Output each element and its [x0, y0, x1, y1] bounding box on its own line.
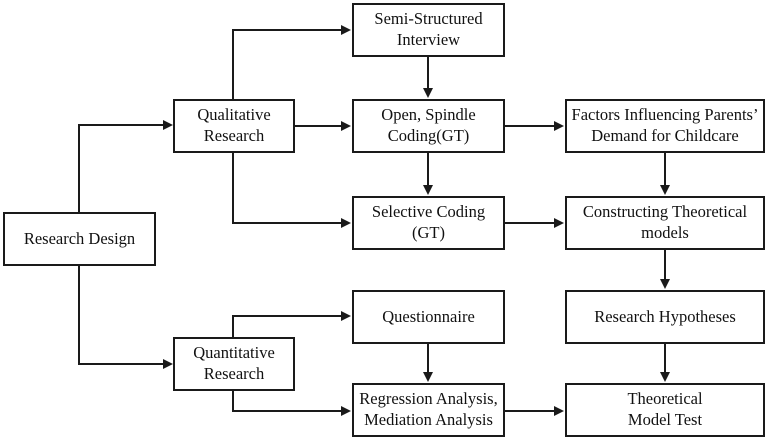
- node-questionnaire[interactable]: Questionnaire: [352, 290, 505, 344]
- arrowhead-regression-to-modeltest: [554, 406, 564, 416]
- arrowhead-design-to-qualitative: [163, 120, 173, 130]
- node-theoretical-model-test[interactable]: Theoretical Model Test: [565, 383, 765, 437]
- arrowhead-open-to-selective: [423, 185, 433, 195]
- node-semi-structured-interview[interactable]: Semi-Structured Interview: [352, 3, 505, 57]
- node-regression-analysis-label: Regression Analysis, Mediation Analysis: [359, 389, 498, 429]
- node-open-spindle-coding-label: Open, Spindle Coding(GT): [381, 105, 476, 145]
- node-factors-influencing-label: Factors Influencing Parents’ Demand for …: [571, 105, 759, 145]
- arrowhead-semi-to-open: [423, 88, 433, 98]
- arrowhead-design-to-quantitative: [163, 359, 173, 369]
- edge-open-selective-vertical: [427, 153, 429, 185]
- node-research-hypotheses-label: Research Hypotheses: [594, 306, 736, 326]
- node-selective-coding[interactable]: Selective Coding (GT): [352, 196, 505, 250]
- arrowhead-quantitative-to-questionnaire: [341, 311, 351, 321]
- arrowhead-qualitative-to-semi: [341, 25, 351, 35]
- edge-quantitative-regression-horizontal: [232, 410, 342, 412]
- edge-semi-open-vertical: [427, 57, 429, 89]
- node-research-hypotheses[interactable]: Research Hypotheses: [565, 290, 765, 344]
- arrowhead-open-to-factors: [554, 121, 564, 131]
- arrowhead-quantitative-to-regression: [341, 406, 351, 416]
- arrowhead-factors-to-constructing: [660, 185, 670, 195]
- edge-quantitative-branch-down: [232, 389, 234, 412]
- arrowhead-questionnaire-to-regression: [423, 372, 433, 382]
- node-regression-analysis[interactable]: Regression Analysis, Mediation Analysis: [352, 383, 505, 437]
- edge-factors-constructing-vertical: [664, 153, 666, 185]
- arrowhead-selective-to-constructing: [554, 218, 564, 228]
- edge-design-quantitative-horizontal: [78, 363, 164, 365]
- edge-design-quantitative-vertical: [78, 264, 80, 365]
- edge-design-qualitative-vertical: [78, 124, 80, 214]
- node-constructing-theoretical-models[interactable]: Constructing Theoretical models: [565, 196, 765, 250]
- node-factors-influencing[interactable]: Factors Influencing Parents’ Demand for …: [565, 99, 765, 153]
- node-research-design-label: Research Design: [23, 228, 136, 248]
- edge-questionnaire-regression-vertical: [427, 344, 429, 372]
- node-selective-coding-label: Selective Coding (GT): [371, 202, 486, 242]
- edge-open-factors-horizontal: [505, 125, 555, 127]
- edge-qualitative-branch-up: [232, 29, 234, 101]
- edge-selective-constructing-horizontal: [505, 222, 555, 224]
- node-quantitative-research[interactable]: Quantitative Research: [173, 337, 295, 391]
- node-research-design[interactable]: Research Design: [3, 212, 156, 266]
- arrowhead-qualitative-to-open: [341, 121, 351, 131]
- node-constructing-theoretical-models-label: Constructing Theoretical models: [582, 202, 748, 242]
- node-qualitative-research-label: Qualitative Research: [197, 105, 271, 145]
- node-semi-structured-interview-label: Semi-Structured Interview: [374, 9, 483, 49]
- node-open-spindle-coding[interactable]: Open, Spindle Coding(GT): [352, 99, 505, 153]
- node-qualitative-research[interactable]: Qualitative Research: [173, 99, 295, 153]
- arrowhead-qualitative-to-selective: [341, 218, 351, 228]
- edge-qualitative-selective-horizontal: [232, 222, 342, 224]
- arrowhead-constructing-to-hypotheses: [660, 279, 670, 289]
- edge-constructing-hypotheses-vertical: [664, 250, 666, 279]
- node-theoretical-model-test-label: Theoretical Model Test: [627, 389, 703, 429]
- edge-qualitative-branch-down: [232, 151, 234, 223]
- edge-qualitative-semi-horizontal: [232, 29, 342, 31]
- edge-hypotheses-modeltest-vertical: [664, 344, 666, 373]
- edge-qualitative-open-horizontal: [295, 125, 342, 127]
- node-questionnaire-label: Questionnaire: [382, 306, 475, 326]
- edge-quantitative-questionnaire-horizontal: [232, 315, 342, 317]
- edge-regression-modeltest-horizontal: [505, 410, 555, 412]
- edge-design-qualitative-horizontal: [78, 124, 164, 126]
- edge-quantitative-branch-up: [232, 315, 234, 339]
- arrowhead-hypotheses-to-modeltest: [660, 372, 670, 382]
- node-quantitative-research-label: Quantitative Research: [193, 343, 275, 383]
